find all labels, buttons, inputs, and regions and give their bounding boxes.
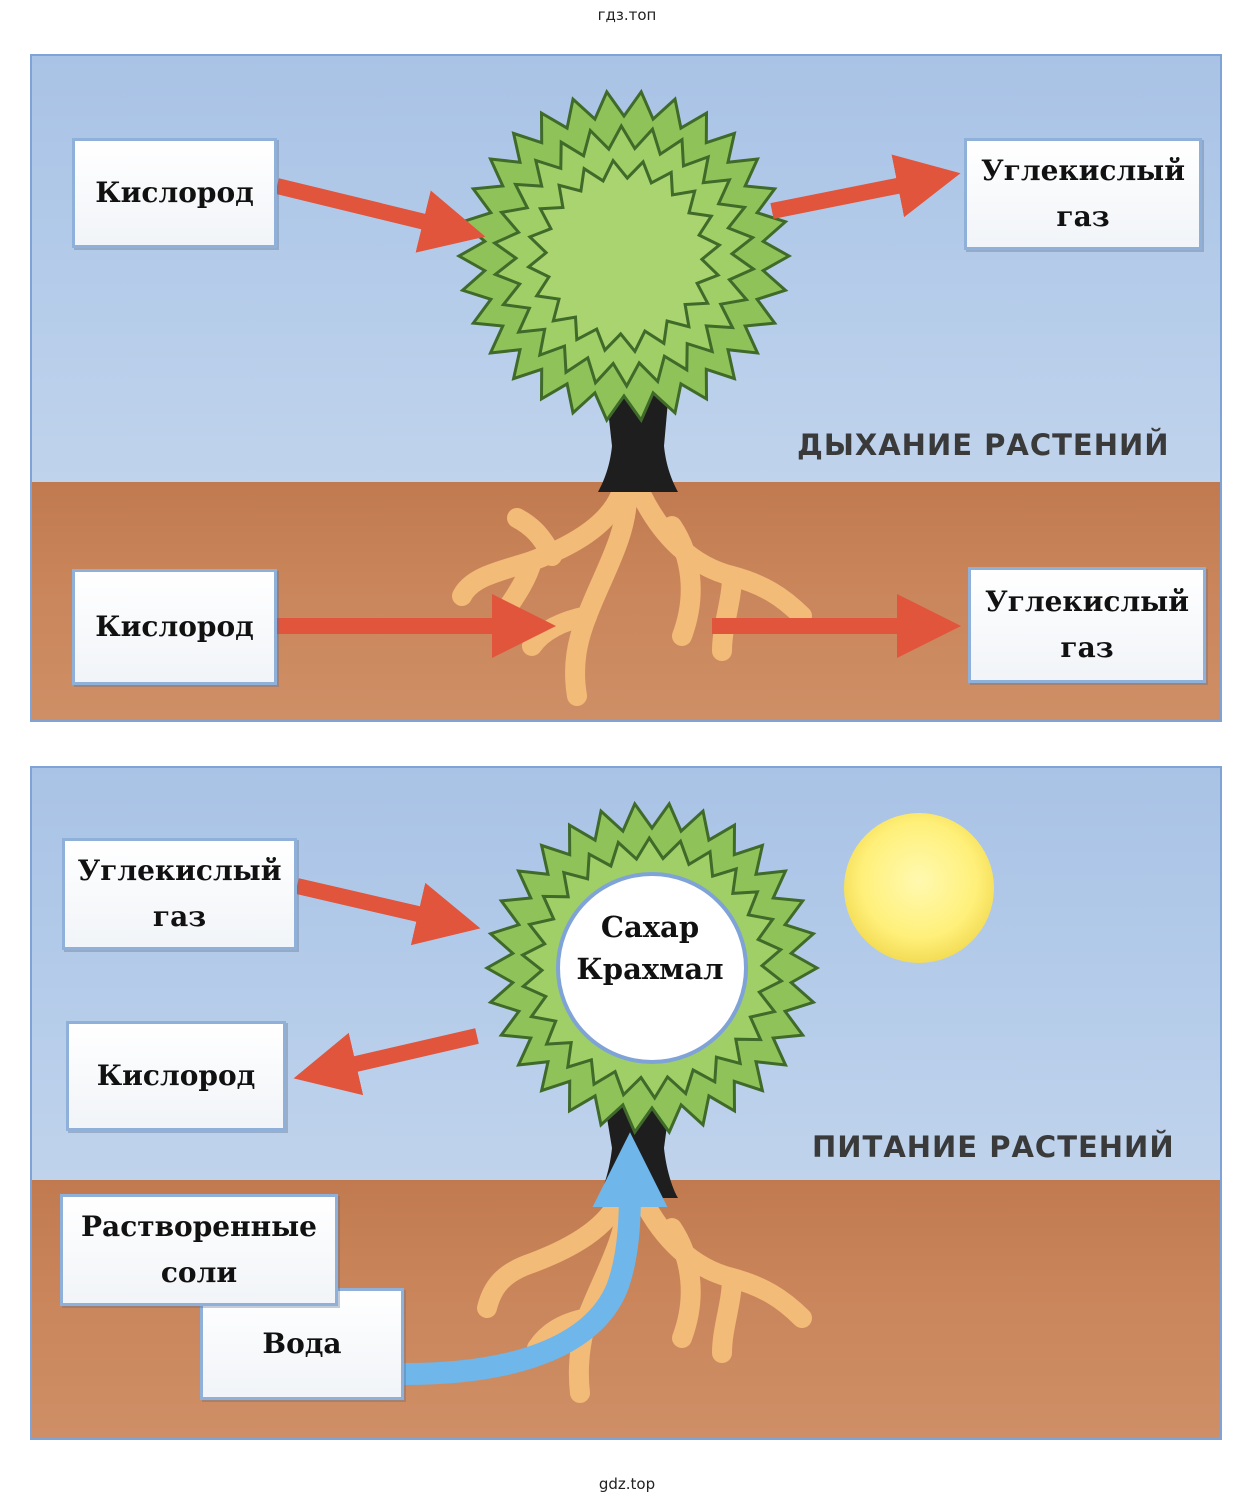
arrow-leaves-to-oxygen xyxy=(293,1028,479,1096)
respiration-panel: Кислород Углекислый газ ДЫХАНИЕ РАСТЕНИЙ… xyxy=(30,54,1222,722)
sugar-starch-label: Сахар Крахмал xyxy=(530,906,770,990)
arrow-leaves-to-co2 xyxy=(770,154,961,219)
respiration-caption: ДЫХАНИЕ РАСТЕНИЙ xyxy=(797,428,1170,462)
oxygen-box-leaves: Кислород xyxy=(72,138,277,248)
co2-box-leaves: Углекислый газ xyxy=(964,138,1202,250)
oxygen-label: Кислород xyxy=(95,176,254,209)
co2-root-label-line1: Углекислый xyxy=(984,585,1190,618)
oxygen-label: Кислород xyxy=(96,1059,256,1092)
arrow-co2-to-leaves xyxy=(295,878,481,946)
sugar-label: Сахар xyxy=(600,910,700,944)
co2-box-roots: Углекислый газ xyxy=(968,567,1206,683)
oxygen-box: Кислород xyxy=(66,1021,286,1131)
nutrition-caption: ПИТАНИЕ РАСТЕНИЙ xyxy=(812,1130,1175,1164)
watermark-bottom: gdz.top xyxy=(598,1475,656,1493)
tree-crown xyxy=(455,88,793,424)
oxygen-root-label: Кислород xyxy=(95,610,254,643)
dissolved-salts-line2: соли xyxy=(160,1256,238,1289)
water-label: Вода xyxy=(262,1327,342,1360)
arrow-oxygen-to-leaves xyxy=(275,178,486,253)
dissolved-salts-box: Растворенные соли xyxy=(60,1194,338,1306)
sugar-starch-circle xyxy=(556,872,748,1064)
roots xyxy=(452,486,812,706)
oxygen-box-roots: Кислород xyxy=(72,569,277,685)
watermark-top: гдз.топ xyxy=(597,6,657,24)
co2-box: Углекислый газ xyxy=(62,838,297,950)
co2-label-line1: Углекислый xyxy=(980,154,1186,187)
respiration-illustration xyxy=(275,88,961,706)
dissolved-salts-line1: Растворенные xyxy=(81,1210,317,1243)
starch-label: Крахмал xyxy=(576,952,724,986)
tree-crown xyxy=(483,800,821,1136)
co2-label-line2: газ xyxy=(152,900,207,933)
nutrition-illustration xyxy=(293,800,994,1403)
arrow-water-up xyxy=(393,1132,668,1385)
co2-label-line1: Углекислый xyxy=(77,854,282,887)
sun xyxy=(844,813,994,963)
co2-root-label-line2: газ xyxy=(1060,631,1114,664)
nutrition-panel: Углекислый газ Кислород Сахар Крахмал ПИ… xyxy=(30,766,1222,1440)
co2-label-line2: газ xyxy=(1056,200,1110,233)
